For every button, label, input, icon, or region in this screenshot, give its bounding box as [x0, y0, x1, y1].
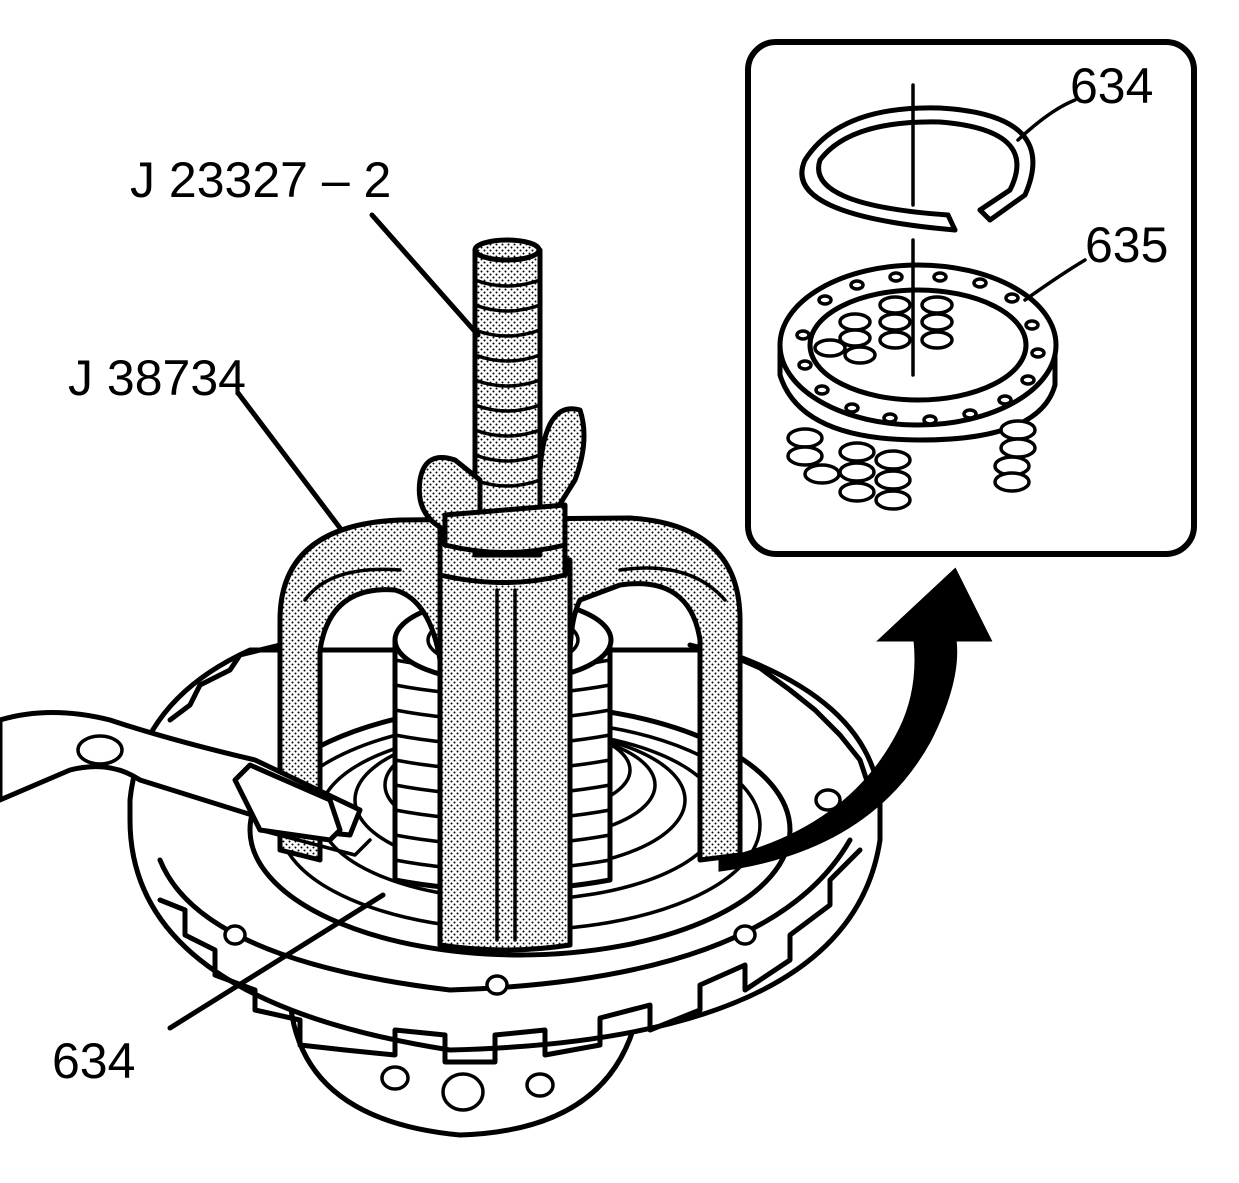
snap-ring-detail [799, 83, 1036, 233]
leader-j23327 [369, 212, 481, 338]
leader-634-main [167, 892, 386, 1031]
label-j23327-2: J 23327 – 2 [130, 152, 391, 208]
spring-plate-detail [777, 238, 1059, 511]
snap-ring-pry-tool [0, 710, 372, 857]
leader-634-inset [1016, 98, 1077, 142]
label-634-inset: 634 [1070, 58, 1153, 114]
leader-635-inset [1023, 258, 1087, 302]
leader-j38734 [235, 390, 343, 531]
label-j38734: J 38734 [68, 350, 246, 406]
label-634-main: 634 [52, 1033, 135, 1089]
label-635-inset: 635 [1085, 217, 1168, 273]
threaded-rod-tool [472, 237, 543, 558]
wing-nut [416, 406, 587, 555]
upper-springs [813, 295, 954, 365]
lower-springs [786, 419, 1037, 511]
detail-inset [745, 39, 1197, 557]
curved-arrow-up-icon [718, 567, 993, 872]
